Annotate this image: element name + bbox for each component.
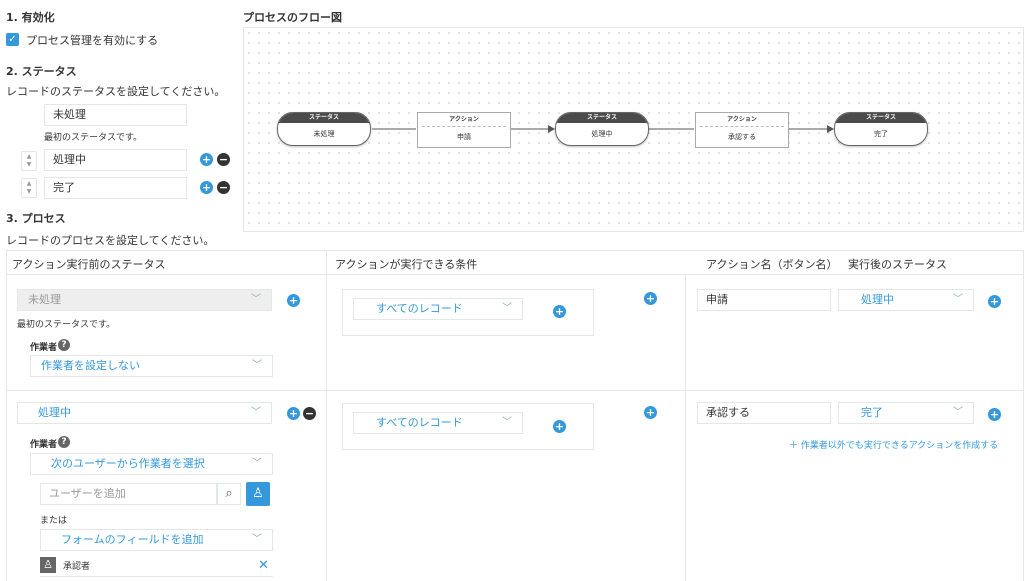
- user-search-input[interactable]: ユーザーを追加: [40, 483, 217, 505]
- first-status-note: 最初のステータスです。: [17, 320, 116, 330]
- remove-row-button[interactable]: −: [303, 407, 316, 420]
- status-reorder-handle[interactable]: ▲▼: [21, 178, 37, 198]
- assignee-select-value: 作業者を設定しない: [41, 359, 140, 372]
- flow-status-name: 処理中: [591, 130, 613, 138]
- flow-status-node: ステータス 完了: [834, 112, 928, 146]
- add-status-button[interactable]: +: [200, 181, 213, 194]
- flow-status-header: ステータス: [556, 113, 648, 123]
- header-condition: アクションが実行できる条件: [335, 258, 478, 271]
- assignee-select-value: 次のユーザーから作業者を選択: [51, 457, 205, 470]
- condition-box: [342, 289, 594, 336]
- user-picker-icon[interactable]: ♙: [246, 482, 270, 506]
- condition-select[interactable]: すべてのレコード ﹀: [353, 412, 523, 434]
- help-icon[interactable]: ?: [58, 339, 70, 351]
- add-action-row-button[interactable]: +: [988, 295, 1001, 308]
- row-status-select: 未処理 ﹀: [17, 289, 272, 311]
- status-after-select[interactable]: 完了 ﹀: [838, 402, 974, 424]
- add-non-assignee-action-text: 作業者以外でも実行できるアクションを作成する: [800, 441, 999, 451]
- add-status-button[interactable]: +: [200, 153, 213, 166]
- add-condition-button[interactable]: +: [553, 420, 566, 433]
- flow-action-name: 申請: [457, 133, 471, 141]
- flow-status-header: ステータス: [278, 113, 370, 123]
- enable-process-checkbox[interactable]: ✓: [6, 33, 19, 46]
- action-name-input[interactable]: 申請: [697, 289, 831, 311]
- add-action-row-button[interactable]: +: [988, 408, 1001, 421]
- add-condition-button[interactable]: +: [553, 305, 566, 318]
- plus-icon: ＋: [789, 441, 801, 451]
- assignee-select[interactable]: 作業者を設定しない ﹀: [30, 355, 273, 377]
- chevron-down-icon: ﹀: [953, 407, 963, 418]
- remove-status-button[interactable]: −: [217, 153, 230, 166]
- section-status-title: 2. ステータス: [6, 65, 77, 78]
- chevron-down-icon: ﹀: [252, 360, 262, 371]
- flow-status-name: 未処理: [313, 130, 335, 138]
- assigned-user-name: 承認者: [63, 562, 91, 572]
- search-icon[interactable]: ⌕: [217, 483, 241, 505]
- row-status-value: 処理中: [38, 406, 71, 419]
- header-action-name: アクション名（ボタン名）: [706, 258, 838, 271]
- row-status-select[interactable]: 処理中 ﹀: [17, 402, 272, 424]
- flow-status-name: 完了: [874, 130, 888, 138]
- add-row-button[interactable]: +: [287, 407, 300, 420]
- flow-action-node: アクション 申請: [417, 112, 511, 148]
- add-row-button[interactable]: +: [287, 294, 300, 307]
- flow-status-node: ステータス 未処理: [277, 112, 371, 146]
- flow-status-node: ステータス 処理中: [555, 112, 649, 146]
- chevron-down-icon: ﹀: [251, 294, 261, 305]
- status-reorder-handle[interactable]: ▲▼: [21, 151, 37, 171]
- action-name-input[interactable]: 承認する: [697, 402, 831, 424]
- flow-diagram: ステータス 未処理 アクション 申請 ステータス 処理中 アクション 承認する …: [243, 27, 1024, 232]
- table-header-divider: [6, 274, 1024, 275]
- status-after-value: 完了: [861, 406, 883, 419]
- table-column-divider: [326, 250, 327, 581]
- condition-select[interactable]: すべてのレコード ﹀: [353, 298, 523, 320]
- chevron-down-icon: ﹀: [252, 534, 262, 545]
- condition-box: [342, 403, 594, 450]
- header-status-before: アクション実行前のステータス: [12, 258, 166, 271]
- assigned-user-divider: [40, 576, 273, 577]
- condition-value: すべてのレコード: [376, 416, 463, 429]
- first-status-note: 最初のステータスです。: [44, 133, 143, 143]
- field-select-value: フォームのフィールドを追加: [61, 533, 204, 546]
- remove-status-button[interactable]: −: [217, 181, 230, 194]
- chevron-down-icon: ﹀: [502, 303, 512, 314]
- flow-action-header: アクション: [422, 113, 506, 127]
- or-label: または: [40, 516, 68, 526]
- section-enable-title: 1. 有効化: [6, 11, 55, 24]
- condition-value: すべてのレコード: [376, 302, 463, 315]
- section-process-title: 3. プロセス: [6, 212, 66, 225]
- add-action-button[interactable]: +: [644, 292, 657, 305]
- user-avatar-icon: ♙: [40, 557, 56, 573]
- table-column-divider: [685, 274, 686, 581]
- chevron-down-icon: ﹀: [252, 458, 262, 469]
- header-status-after: 実行後のステータス: [848, 258, 947, 271]
- assignee-label: 作業者: [30, 343, 58, 353]
- status-after-value: 処理中: [861, 293, 894, 306]
- assignee-select[interactable]: 次のユーザーから作業者を選択 ﹀: [30, 453, 273, 475]
- flow-status-header: ステータス: [835, 113, 927, 123]
- flow-action-node: アクション 承認する: [695, 112, 789, 148]
- section-status-description: レコードのステータスを設定してください。: [6, 85, 226, 98]
- flow-diagram-title: プロセスのフロー図: [243, 11, 342, 24]
- add-action-button[interactable]: +: [644, 406, 657, 419]
- flow-action-header: アクション: [700, 113, 784, 127]
- flow-connectors: [372, 125, 834, 133]
- row-status-value: 未処理: [28, 293, 61, 306]
- field-select[interactable]: フォームのフィールドを追加 ﹀: [40, 529, 273, 551]
- table-row-divider: [6, 390, 1024, 391]
- section-process-description: レコードのプロセスを設定してください。: [6, 234, 215, 247]
- chevron-down-icon: ﹀: [953, 294, 963, 305]
- assignee-label: 作業者: [30, 440, 58, 450]
- enable-process-label[interactable]: プロセス管理を有効にする: [26, 34, 159, 47]
- close-icon[interactable]: ✕: [258, 558, 269, 573]
- flow-action-name: 承認する: [728, 133, 756, 141]
- status-input[interactable]: 処理中: [44, 149, 187, 171]
- first-status-input[interactable]: 未処理: [44, 104, 187, 126]
- status-after-select[interactable]: 処理中 ﹀: [838, 289, 974, 311]
- chevron-down-icon: ﹀: [251, 407, 261, 418]
- status-input[interactable]: 完了: [44, 177, 187, 199]
- help-icon[interactable]: ?: [58, 436, 70, 448]
- add-non-assignee-action-link[interactable]: ＋ 作業者以外でも実行できるアクションを作成する: [789, 438, 998, 451]
- chevron-down-icon: ﹀: [502, 417, 512, 428]
